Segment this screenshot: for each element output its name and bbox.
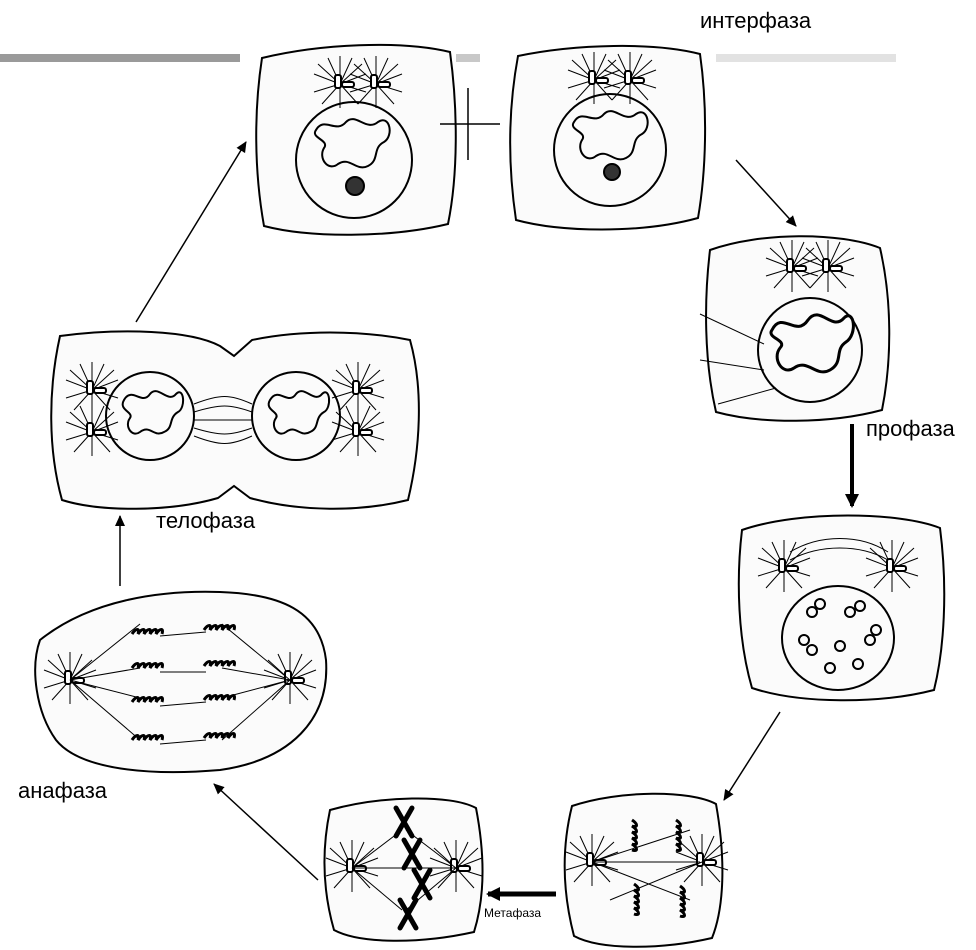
prometaphase-cell [565, 794, 728, 947]
label-metaphase: Метафаза [484, 906, 541, 920]
telophase-cell [51, 331, 419, 508]
arrow-interphase-to-prophase [736, 160, 796, 226]
metaphase-cell [324, 798, 482, 940]
anaphase-cell [35, 592, 326, 772]
arrow-metaphase-to-anaphase [214, 784, 318, 880]
late-prophase-cell [739, 516, 944, 701]
interphase-cell-right [510, 46, 705, 230]
label-prophase: профаза [866, 416, 955, 442]
label-interphase: интерфаза [700, 8, 811, 34]
label-anaphase: анафаза [18, 778, 107, 804]
label-telophase: телофаза [156, 508, 255, 534]
arrow-telophase-to-interphase [136, 142, 246, 322]
interphase-cell-left [256, 45, 456, 235]
prophase-cell [700, 236, 889, 421]
arrow-late-prophase-to-prometaphase [724, 712, 780, 800]
